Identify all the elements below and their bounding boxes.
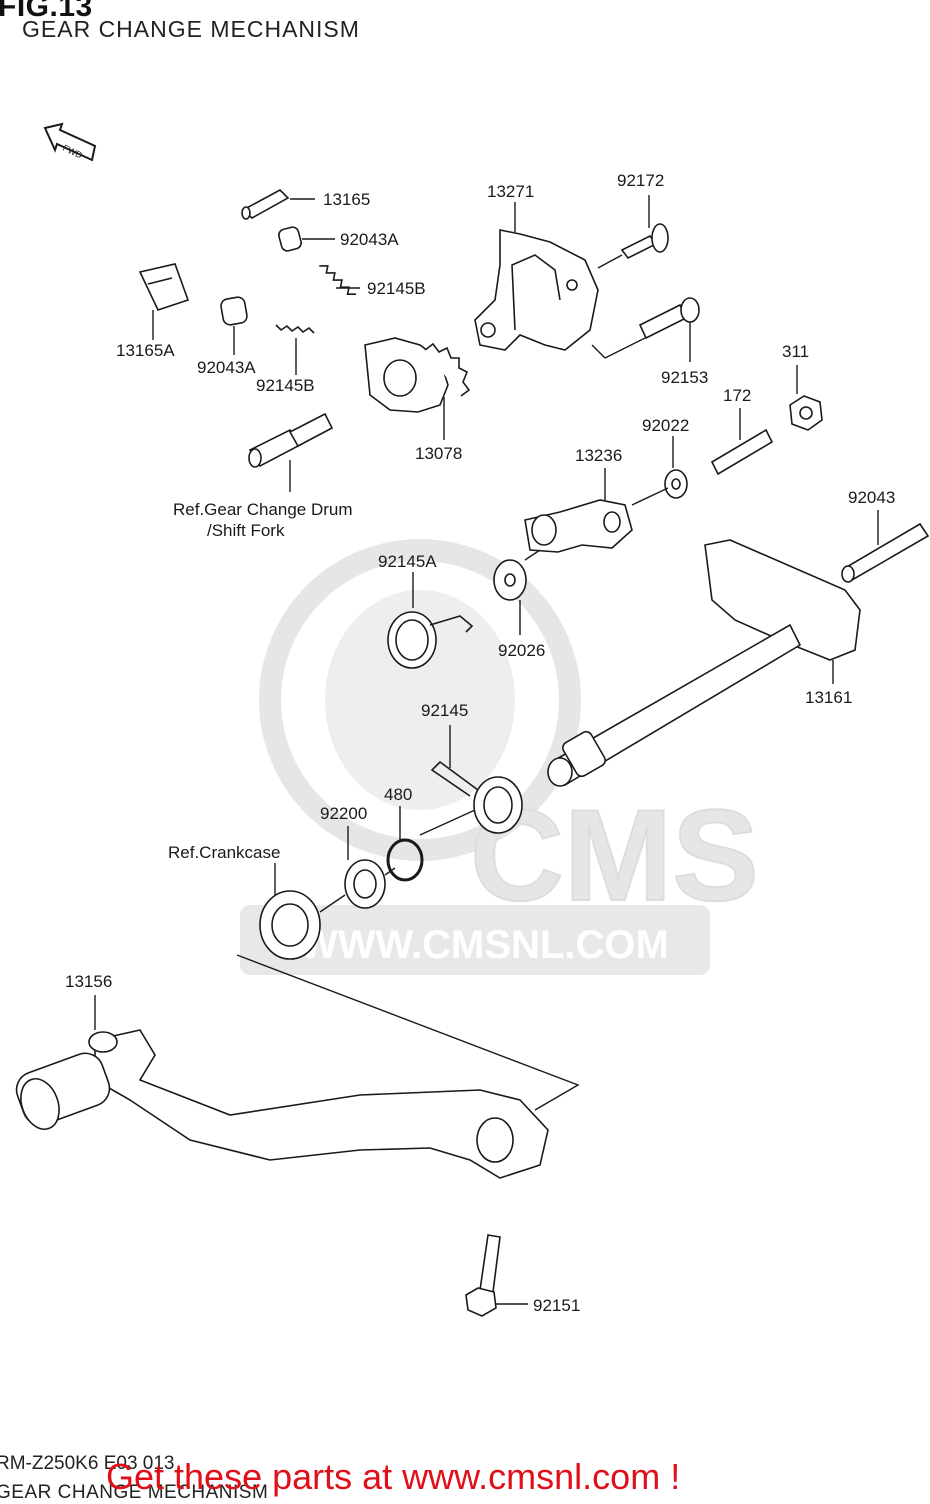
bolt-92151 bbox=[465, 1234, 501, 1317]
figure-title: GEAR CHANGE MECHANISM bbox=[22, 16, 360, 42]
stud-172 bbox=[710, 428, 774, 476]
ref-label-drum: Ref.Gear Change Drum bbox=[173, 500, 353, 519]
ref-label-crankcase: Ref.Crankcase bbox=[168, 843, 280, 862]
part-label-92200: 92200 bbox=[320, 804, 367, 823]
leader-lines bbox=[94, 195, 879, 1305]
bolt-92153 bbox=[638, 297, 700, 340]
part-label-311: 311 bbox=[782, 342, 809, 361]
pin-92043a-bottom bbox=[220, 296, 248, 326]
nut-311 bbox=[789, 395, 823, 431]
forward-arrow-icon bbox=[43, 122, 97, 162]
part-label-480: 480 bbox=[384, 785, 412, 804]
screw-92172 bbox=[620, 223, 669, 260]
part-label-92145b-bottom: 92145B bbox=[256, 376, 315, 395]
part-label-13165a: 13165A bbox=[116, 341, 175, 360]
shaft-13161 bbox=[547, 539, 861, 787]
oil-seal bbox=[259, 890, 321, 960]
part-label-92043a-top: 92043A bbox=[340, 230, 399, 249]
washer-92022 bbox=[664, 469, 688, 499]
part-label-92172: 92172 bbox=[617, 171, 664, 190]
part-label-92043a-bottom: 92043A bbox=[197, 358, 256, 377]
part-label-172: 172 bbox=[723, 386, 751, 405]
watermark-brand: CMS bbox=[470, 782, 759, 928]
part-label-13156: 13156 bbox=[65, 972, 112, 991]
pin-92043a-top bbox=[278, 226, 302, 252]
figure-number: FIG.13 bbox=[0, 0, 93, 23]
drum-stud bbox=[248, 412, 334, 468]
spring-92145a bbox=[387, 611, 474, 669]
part-label-13078: 13078 bbox=[415, 444, 462, 463]
spring-92145b-top bbox=[319, 265, 357, 295]
part-label-92145: 92145 bbox=[421, 701, 468, 720]
plate-13271 bbox=[474, 229, 599, 351]
part-label-92043: 92043 bbox=[848, 488, 895, 507]
footer-title: GEAR CHANGE MECHANISM bbox=[0, 1482, 269, 1503]
part-label-13161: 13161 bbox=[805, 688, 852, 707]
buy-parts-link[interactable]: Get these parts at www.cmsnl.com ! bbox=[106, 1456, 681, 1497]
spring-92145 bbox=[430, 760, 523, 834]
arm-13236 bbox=[524, 499, 633, 553]
part-label-92026: 92026 bbox=[498, 641, 545, 660]
washer-92026 bbox=[493, 559, 527, 601]
shift-pedal-13156 bbox=[15, 1029, 549, 1179]
part-label-13271: 13271 bbox=[487, 182, 534, 201]
pawl-13165 bbox=[241, 189, 290, 220]
model-code: RM-Z250K6 E03 013 bbox=[0, 1453, 175, 1474]
spring-92145b-bottom bbox=[275, 324, 315, 334]
part-label-92151: 92151 bbox=[533, 1296, 580, 1315]
ref-label-shift-fork: /Shift Fork bbox=[207, 521, 285, 540]
circlip-480 bbox=[386, 838, 424, 882]
part-label-92153: 92153 bbox=[661, 368, 708, 387]
pawl-13165a bbox=[138, 263, 190, 311]
part-label-92022: 92022 bbox=[642, 416, 689, 435]
part-label-13165: 13165 bbox=[323, 190, 370, 209]
part-label-92145a: 92145A bbox=[378, 552, 437, 571]
part-label-92145b-top: 92145B bbox=[367, 279, 426, 298]
pin-92043 bbox=[841, 522, 930, 583]
gear-13078 bbox=[364, 337, 471, 413]
part-label-13236: 13236 bbox=[575, 446, 622, 465]
washer-92200 bbox=[344, 859, 386, 909]
watermark-url: WWW.CMSNL.COM bbox=[300, 923, 669, 967]
